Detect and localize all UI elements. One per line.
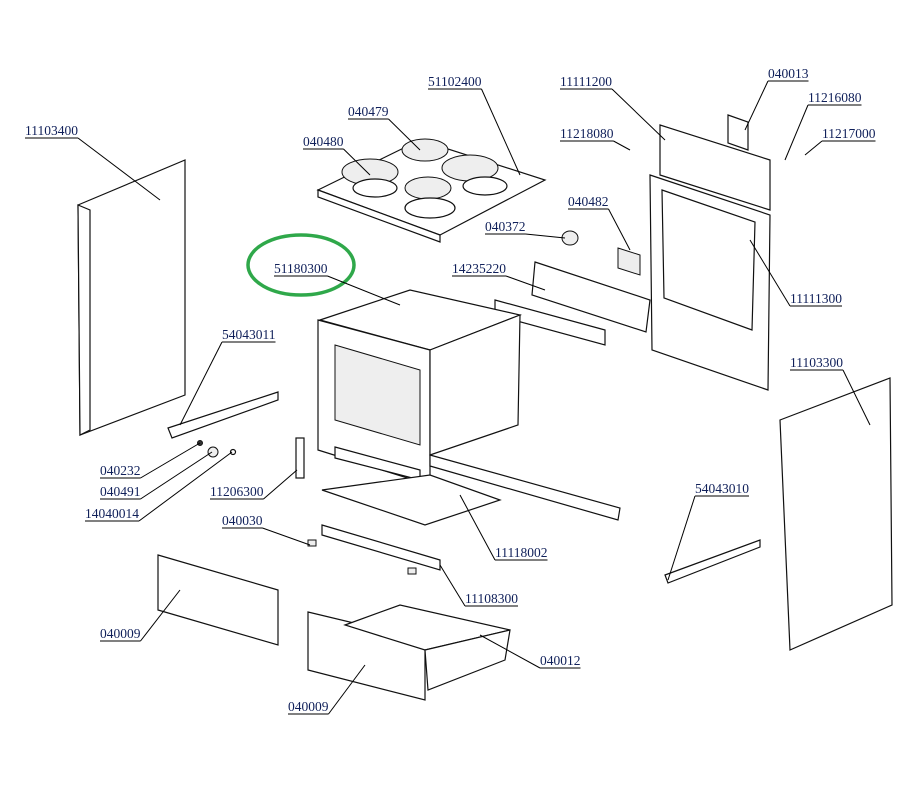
hob-top — [316, 138, 547, 243]
part-label-14235220[interactable]: 14235220 — [452, 261, 546, 291]
part-number-text[interactable]: 040479 — [348, 104, 389, 119]
control-box — [561, 114, 749, 276]
part-number-text[interactable]: 11206300 — [210, 484, 264, 499]
leader-line — [611, 88, 666, 141]
leader-line — [327, 275, 401, 306]
part-label-14040014[interactable]: 14040014 — [85, 451, 233, 522]
part-number-text[interactable]: 040013 — [768, 66, 809, 81]
part-number-text[interactable]: 040030 — [222, 513, 263, 528]
part-label-040232[interactable]: 040232 — [100, 442, 201, 479]
part-number-text[interactable]: 11103300 — [790, 355, 843, 370]
leader-line — [744, 80, 769, 131]
leader-line — [140, 442, 201, 479]
oven-cavity — [317, 289, 523, 526]
leader-line — [328, 664, 366, 715]
part-label-11218080[interactable]: 11218080 — [560, 126, 631, 151]
leader-line — [749, 239, 791, 307]
leader-line — [77, 137, 161, 201]
part-label-54043010[interactable]: 54043010 — [667, 481, 749, 581]
part-label-11217000[interactable]: 11217000 — [804, 126, 876, 156]
part-label-040012[interactable]: 040012 — [479, 634, 581, 669]
part-number-text[interactable]: 54043011 — [222, 327, 276, 342]
part-number-text[interactable]: 11103400 — [25, 123, 78, 138]
part-number-text[interactable]: 11217000 — [822, 126, 876, 141]
leader-line — [388, 118, 421, 151]
part-label-51102400[interactable]: 51102400 — [428, 74, 521, 176]
part-number-text[interactable]: 11111300 — [790, 291, 842, 306]
part-number-text[interactable]: 11108300 — [465, 591, 518, 606]
part-label-040013[interactable]: 040013 — [744, 66, 809, 131]
part-label-11118002[interactable]: 11118002 — [459, 494, 548, 561]
part-labels: 11103400 040479 51102400 040480 11111200 0400… — [25, 66, 876, 715]
part-number-text[interactable]: 11118002 — [495, 545, 548, 560]
leader-line — [439, 564, 466, 607]
part-number-text[interactable]: 040482 — [568, 194, 609, 209]
part-label-11206300[interactable]: 11206300 — [210, 469, 298, 500]
part-number-text[interactable]: 040372 — [485, 219, 526, 234]
leader-line — [179, 341, 223, 426]
part-number-text[interactable]: 040491 — [100, 484, 141, 499]
part-number-text[interactable]: 11111200 — [560, 74, 612, 89]
part-number-text[interactable]: 040480 — [303, 134, 344, 149]
part-number-text[interactable]: 51102400 — [428, 74, 482, 89]
leader-line — [525, 233, 566, 239]
part-number-text[interactable]: 040012 — [540, 653, 581, 668]
part-label-11111200[interactable]: 11111200 — [560, 74, 666, 141]
part-label-11216080[interactable]: 11216080 — [784, 90, 862, 161]
part-number-text[interactable]: 14040014 — [85, 506, 139, 521]
part-number-text[interactable]: 040009 — [100, 626, 141, 641]
part-label-11103300[interactable]: 11103300 — [790, 355, 871, 426]
part-label-51180300[interactable]: 51180300 — [274, 261, 401, 306]
leader-line — [479, 634, 541, 669]
part-label-11108300[interactable]: 11108300 — [439, 564, 518, 607]
leader-line — [481, 88, 521, 176]
leader-line — [667, 495, 696, 581]
rails — [167, 391, 761, 584]
part-number-text[interactable]: 51180300 — [274, 261, 328, 276]
highlight-circle — [246, 233, 356, 297]
part-number-text[interactable]: 14235220 — [452, 261, 506, 276]
leader-line — [459, 494, 496, 561]
part-number-text[interactable]: 040009 — [288, 699, 329, 714]
leader-line — [804, 140, 823, 156]
part-number-text[interactable]: 11218080 — [560, 126, 614, 141]
leader-line — [140, 451, 213, 500]
part-label-040480[interactable]: 040480 — [303, 134, 371, 176]
part-label-54043011[interactable]: 54043011 — [179, 327, 276, 426]
leader-line — [262, 527, 311, 546]
right-side-panel — [779, 377, 893, 651]
part-label-040030[interactable]: 040030 — [222, 513, 311, 546]
part-number-text[interactable]: 54043010 — [695, 481, 749, 496]
leader-line — [842, 369, 871, 426]
part-label-11111300[interactable]: 11111300 — [749, 239, 842, 307]
part-number-text[interactable]: 040232 — [100, 463, 141, 478]
part-label-040009a[interactable]: 040009 — [100, 589, 181, 642]
part-label-040482[interactable]: 040482 — [568, 194, 631, 251]
part-label-040479[interactable]: 040479 — [348, 104, 421, 151]
left-side-panel — [77, 159, 186, 436]
leader-line — [138, 451, 233, 522]
leader-line — [784, 104, 809, 161]
part-label-040009b[interactable]: 040009 — [288, 664, 366, 715]
part-number-text[interactable]: 11216080 — [808, 90, 862, 105]
part-label-040491[interactable]: 040491 — [100, 451, 213, 500]
leader-line — [263, 469, 298, 500]
drawer-fronts — [157, 554, 511, 701]
leader-line — [613, 140, 631, 151]
part-label-040372[interactable]: 040372 — [485, 219, 566, 239]
leader-line — [140, 589, 181, 642]
leader-line — [608, 208, 631, 251]
leader-line — [505, 275, 546, 291]
part-label-11103400[interactable]: 11103400 — [25, 123, 161, 201]
leader-line — [343, 148, 371, 176]
rear-panel — [649, 124, 771, 391]
